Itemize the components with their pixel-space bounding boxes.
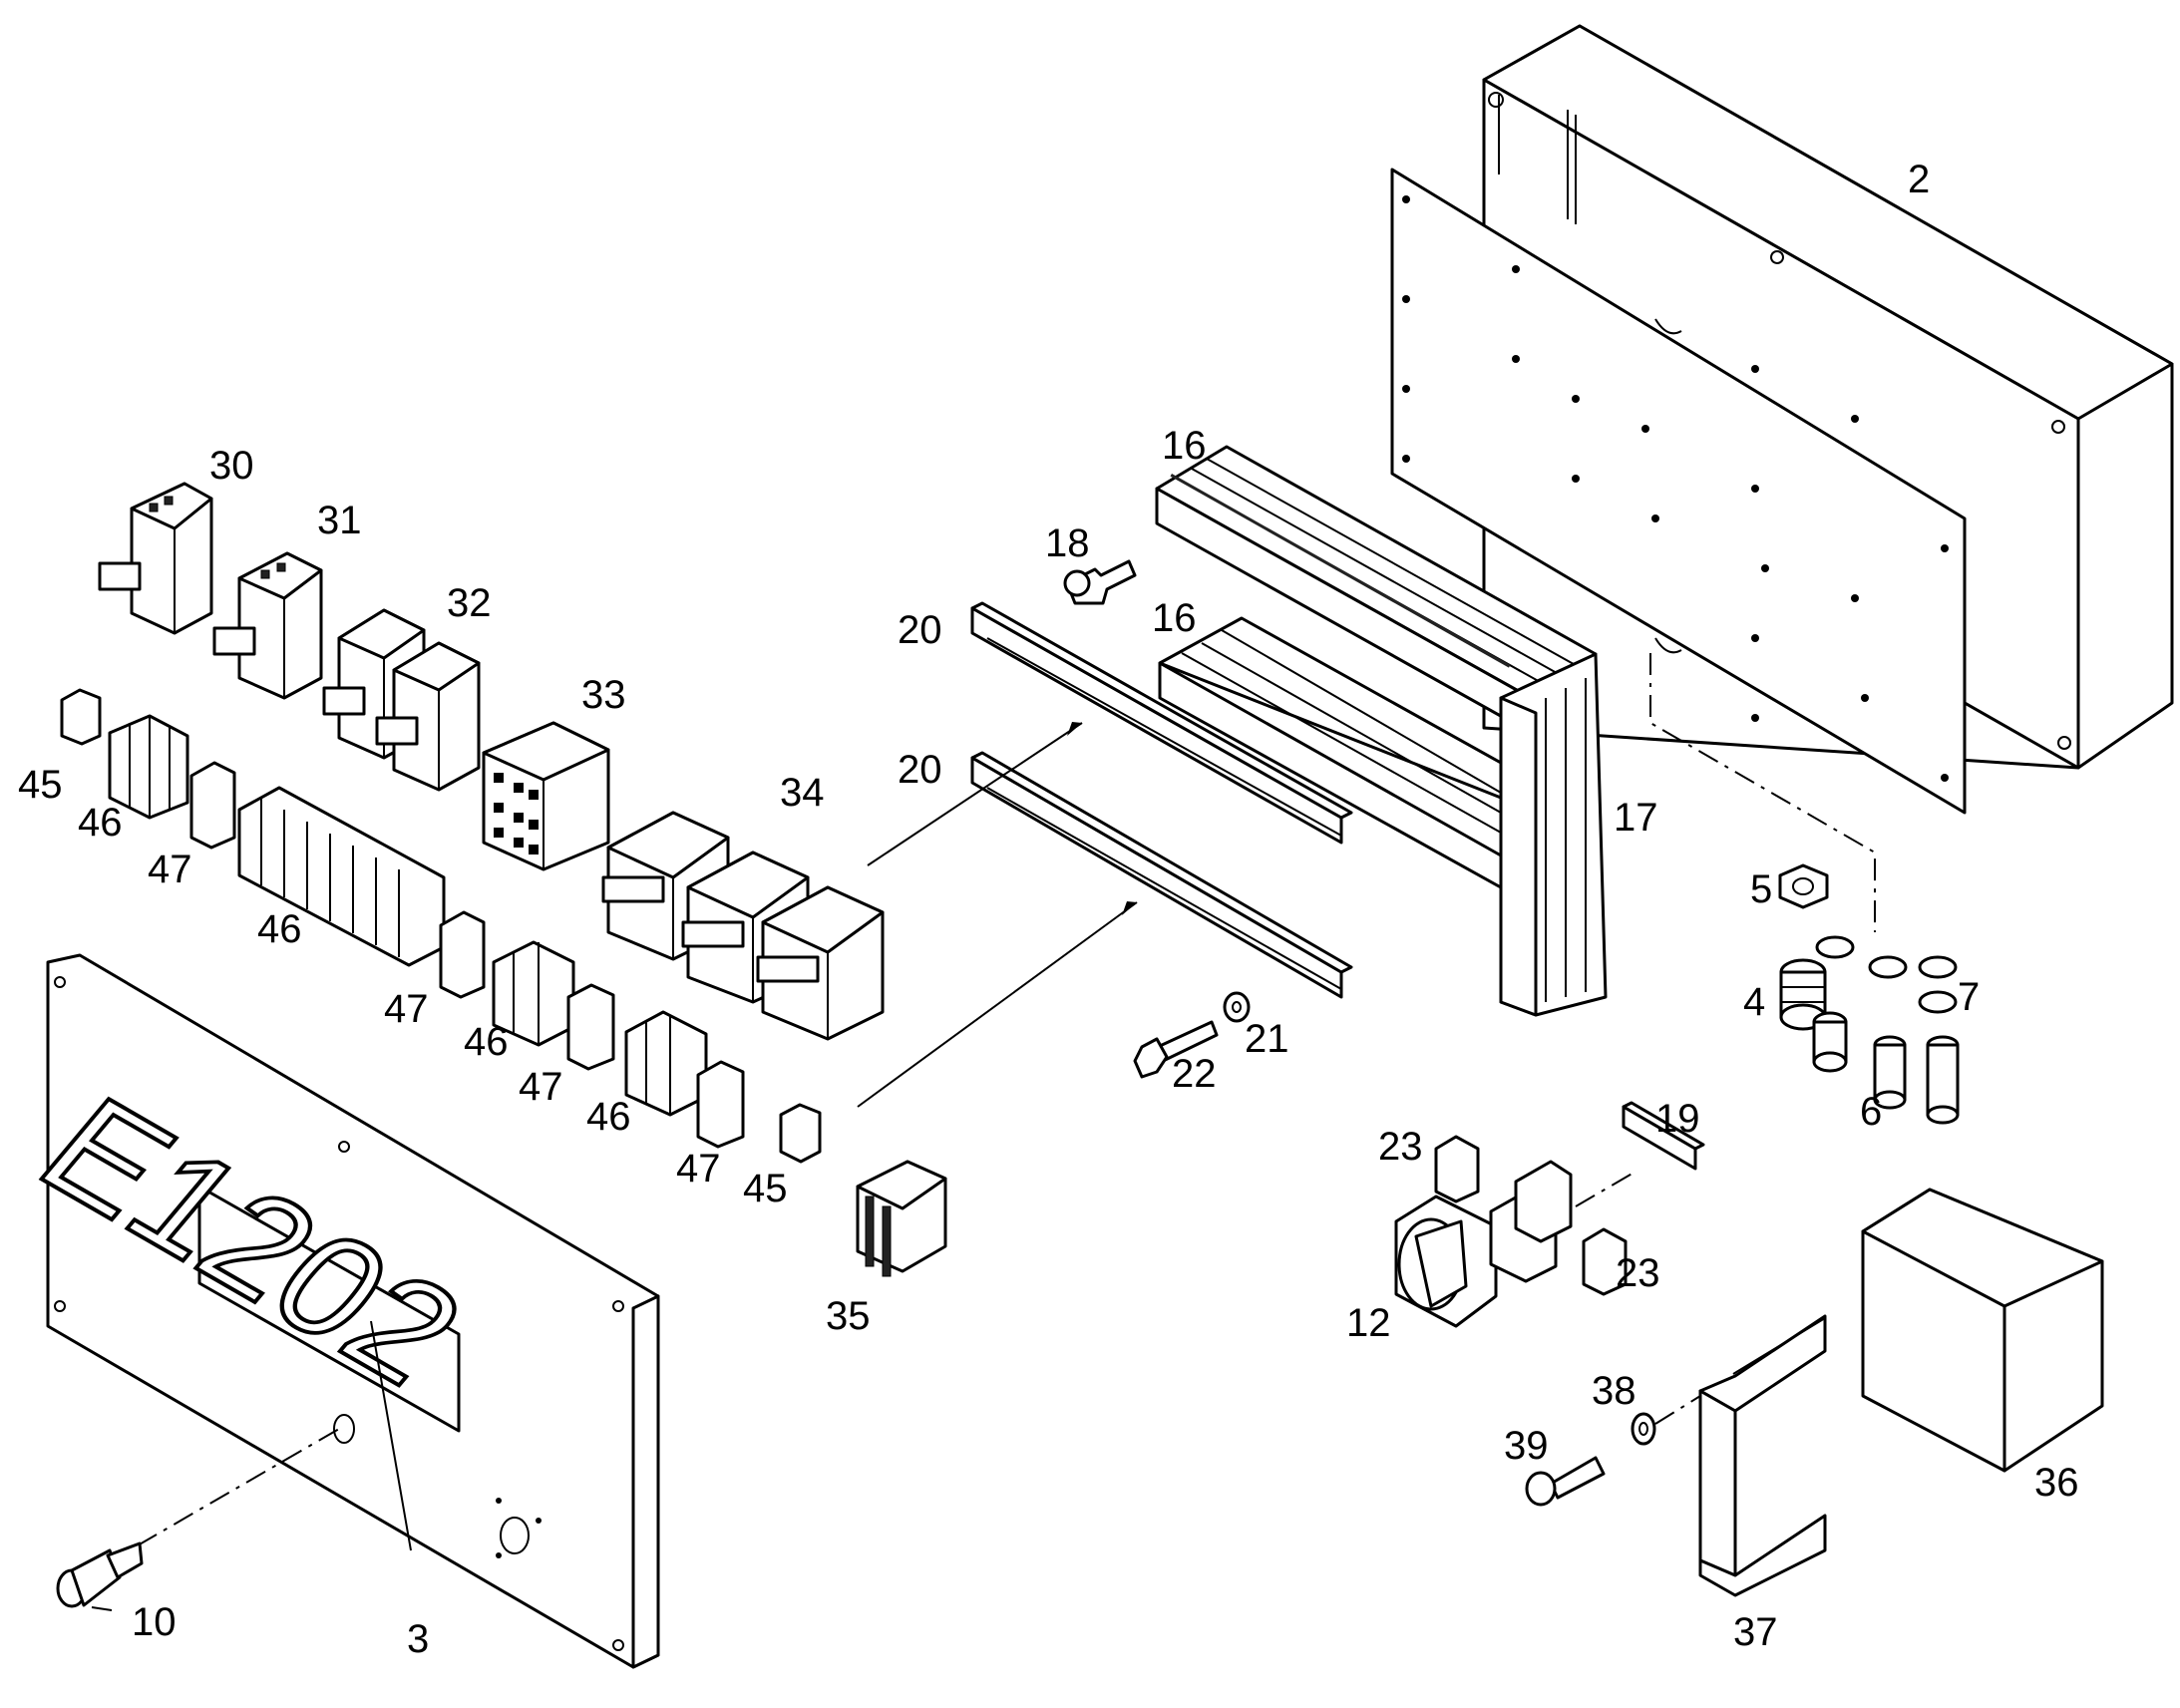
part-47-terminal-2 [439, 910, 486, 999]
label-20-upper: 20 [898, 608, 942, 652]
label-39: 39 [1504, 1424, 1549, 1468]
label-46-c: 46 [464, 1020, 509, 1064]
part-5-lock-nut [1778, 863, 1829, 909]
part-22-bolt [1133, 1020, 1219, 1079]
part-32-breaker-pair [322, 608, 481, 792]
label-16-upper: 16 [1162, 424, 1207, 468]
label-45-right: 45 [743, 1167, 788, 1210]
part-39-screw [1525, 1456, 1606, 1507]
alignment-line-bracket [1654, 1395, 1701, 1425]
label-10: 10 [132, 1600, 177, 1644]
part-7-lock-nuts [1815, 935, 1958, 1014]
label-47-b: 47 [384, 987, 429, 1031]
label-17: 17 [1614, 796, 1658, 840]
part-20-din-rail-lower [970, 751, 1353, 999]
label-32: 32 [447, 581, 492, 625]
label-4: 4 [1743, 980, 1765, 1024]
label-31: 31 [317, 499, 362, 542]
part-30-breaker [98, 482, 213, 635]
label-33: 33 [581, 673, 626, 717]
part-21-washer [1223, 991, 1251, 1023]
part-36-box [1861, 1188, 2104, 1473]
label-47-c: 47 [519, 1065, 563, 1109]
part-33-contactor [482, 721, 610, 871]
part-19-din-rail-short [1622, 1101, 1705, 1171]
leader-lines [370, 1320, 412, 1551]
label-36: 36 [2034, 1461, 2079, 1505]
label-35: 35 [826, 1294, 871, 1338]
part-46-terminals-1 [108, 714, 189, 820]
label-6: 6 [1860, 1090, 1882, 1134]
assembly-arrows [857, 722, 1138, 1108]
part-38-washer [1631, 1412, 1656, 1446]
label-12: 12 [1346, 1301, 1391, 1345]
mounting-plate [1390, 168, 1967, 815]
alignment-line-plate [1649, 653, 1876, 932]
part-47-terminal-3 [566, 983, 615, 1071]
label-37: 37 [1733, 1610, 1778, 1654]
part-12-main-switch [1394, 1160, 1573, 1328]
label-21: 21 [1245, 1017, 1289, 1061]
part-10-pushbutton [56, 1541, 144, 1611]
part-47-terminal-4 [696, 1060, 745, 1149]
label-46-d: 46 [586, 1095, 631, 1139]
alignment-line-switch [1575, 1171, 1636, 1207]
part-23-clamp-1 [1434, 1135, 1480, 1203]
part-34-breaker-3 [756, 885, 885, 1041]
part-6-cable-glands [1873, 1035, 1960, 1125]
part-35-filter [856, 1160, 947, 1277]
label-23-left: 23 [1378, 1125, 1423, 1169]
label-5: 5 [1750, 867, 1772, 911]
part-4-cable-gland-large [1779, 958, 1848, 1073]
part-23-clamp-2 [1582, 1227, 1628, 1296]
label-45-left: 45 [18, 763, 63, 807]
label-46-b: 46 [257, 907, 302, 951]
part-16-lower-duct [1158, 616, 1503, 889]
label-7: 7 [1958, 975, 1980, 1019]
part-31-breaker [212, 551, 323, 700]
label-19: 19 [1655, 1097, 1700, 1141]
part-18-screw [1063, 559, 1137, 605]
part-20-din-rail-upper [970, 601, 1353, 845]
label-34: 34 [780, 771, 825, 815]
part-47-terminal-1 [189, 761, 236, 850]
label-20-lower: 20 [898, 748, 942, 792]
label-16-lower: 16 [1152, 596, 1197, 640]
part-37-bracket [1698, 1314, 1827, 1597]
label-3: 3 [407, 1617, 429, 1661]
alignment-line-pushbutton [137, 1428, 340, 1546]
label-23-right: 23 [1616, 1251, 1660, 1295]
label-47-d: 47 [676, 1147, 721, 1191]
part-45-end-stop-1 [60, 688, 102, 746]
label-47-a: 47 [148, 848, 192, 891]
label-18: 18 [1045, 521, 1090, 565]
part-number-labels: 2 3 4 5 6 7 10 12 16 16 17 18 19 20 20 2… [18, 158, 2079, 1661]
part-45-end-stop-2 [779, 1103, 822, 1164]
part-46-terminals-4 [624, 1010, 708, 1117]
label-2: 2 [1908, 158, 1930, 201]
label-46-a: 46 [78, 801, 123, 845]
label-22: 22 [1172, 1052, 1217, 1096]
part-17-vertical-duct [1499, 652, 1608, 1017]
label-38: 38 [1592, 1369, 1636, 1413]
label-30: 30 [209, 444, 254, 488]
